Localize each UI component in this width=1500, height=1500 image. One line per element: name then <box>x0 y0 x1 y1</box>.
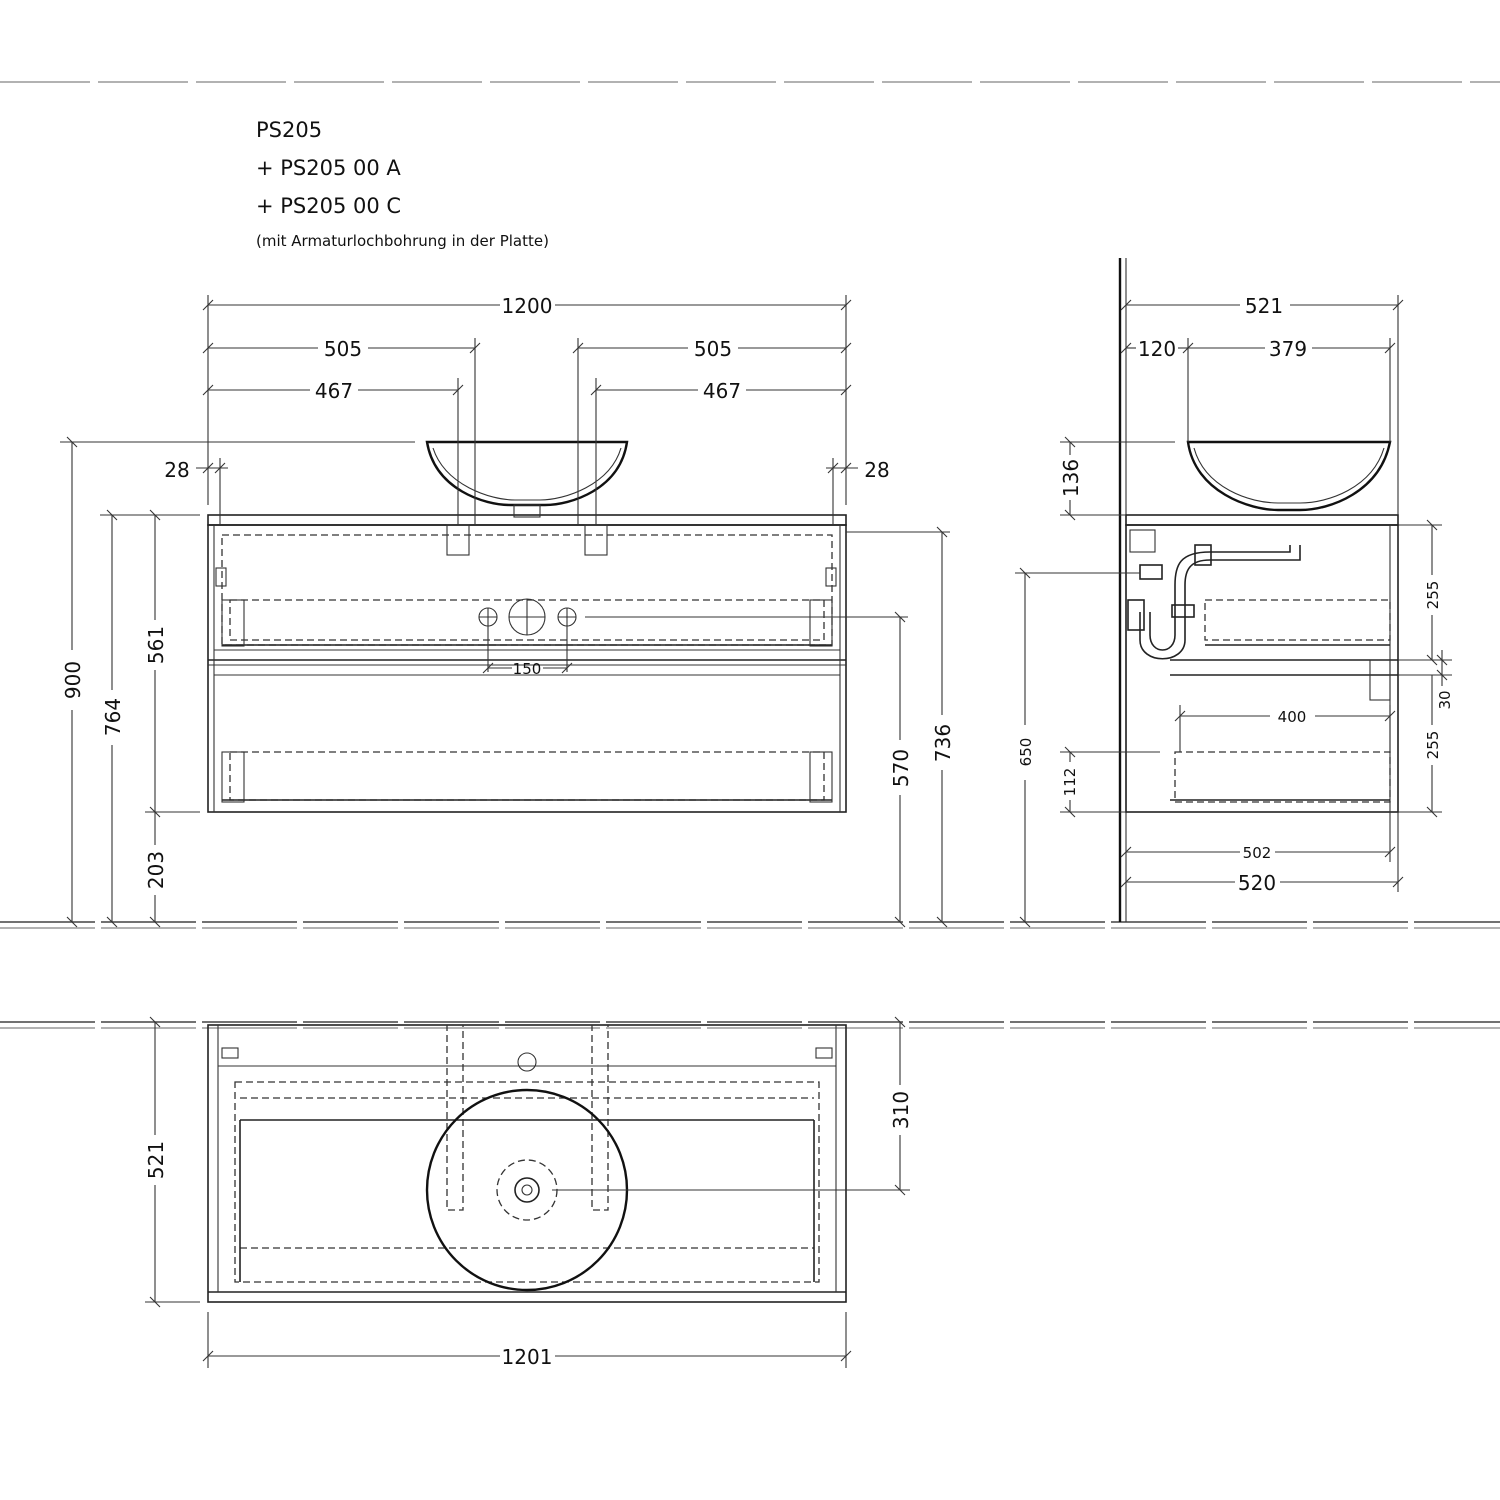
dim-top-depth-521: 521 <box>144 1141 168 1179</box>
variant-a: + PS205 00 A <box>256 156 401 180</box>
dim-hole-spacing-150: 150 <box>513 660 542 678</box>
dim-width-1200: 1200 <box>502 294 553 318</box>
dim-side-drawer-255-bottom: 255 <box>1424 731 1442 760</box>
dim-height-570: 570 <box>889 749 913 787</box>
dim-height-900: 900 <box>61 661 85 699</box>
dim-right-505: 505 <box>694 337 732 361</box>
dim-side-height-112: 112 <box>1061 768 1079 797</box>
variant-c: + PS205 00 C <box>256 194 402 218</box>
front-view: 1200 505 505 467 467 28 <box>60 294 955 928</box>
dim-height-203: 203 <box>144 851 168 889</box>
dim-side-drawer-255-top: 255 <box>1424 581 1442 610</box>
dim-side-bowl-379: 379 <box>1269 337 1307 361</box>
dim-side-gap-30: 30 <box>1436 690 1454 709</box>
dim-side-offset-120: 120 <box>1138 337 1176 361</box>
dim-right-467: 467 <box>703 379 741 403</box>
model-number: PS205 <box>256 118 323 142</box>
dim-height-561: 561 <box>144 626 168 664</box>
dim-right-28: 28 <box>864 458 889 482</box>
dim-top-offset-310: 310 <box>889 1091 913 1129</box>
dim-side-depth-520: 520 <box>1238 871 1276 895</box>
front-cabinet <box>207 524 847 813</box>
side-siphon <box>1139 545 1301 660</box>
side-cabinet <box>1125 524 1399 813</box>
dim-side-drawer-400: 400 <box>1278 708 1307 726</box>
dim-left-467: 467 <box>315 379 353 403</box>
dim-height-736: 736 <box>931 724 955 762</box>
top-tap-hole <box>517 1052 537 1072</box>
dim-height-764: 764 <box>101 698 125 736</box>
dim-side-height-650: 650 <box>1017 738 1035 767</box>
dim-side-depth-502: 502 <box>1243 844 1272 862</box>
dim-left-505: 505 <box>324 337 362 361</box>
variant-note: (mit Armaturlochbohrung in der Platte) <box>256 232 549 250</box>
title-block: PS205 + PS205 00 A + PS205 00 C (mit Arm… <box>256 118 549 250</box>
top-cabinet <box>207 1024 847 1303</box>
top-drain <box>514 1177 540 1203</box>
dim-left-28: 28 <box>164 458 189 482</box>
side-view: 521 120 379 136 650 112 <box>1015 258 1454 928</box>
dim-side-height-136: 136 <box>1059 459 1083 497</box>
top-view: 521 310 1201 <box>144 1016 913 1369</box>
side-basin <box>1186 440 1392 512</box>
dim-side-depth-521: 521 <box>1245 294 1283 318</box>
dim-top-width-1201: 1201 <box>502 1345 553 1369</box>
front-basin <box>425 440 629 507</box>
